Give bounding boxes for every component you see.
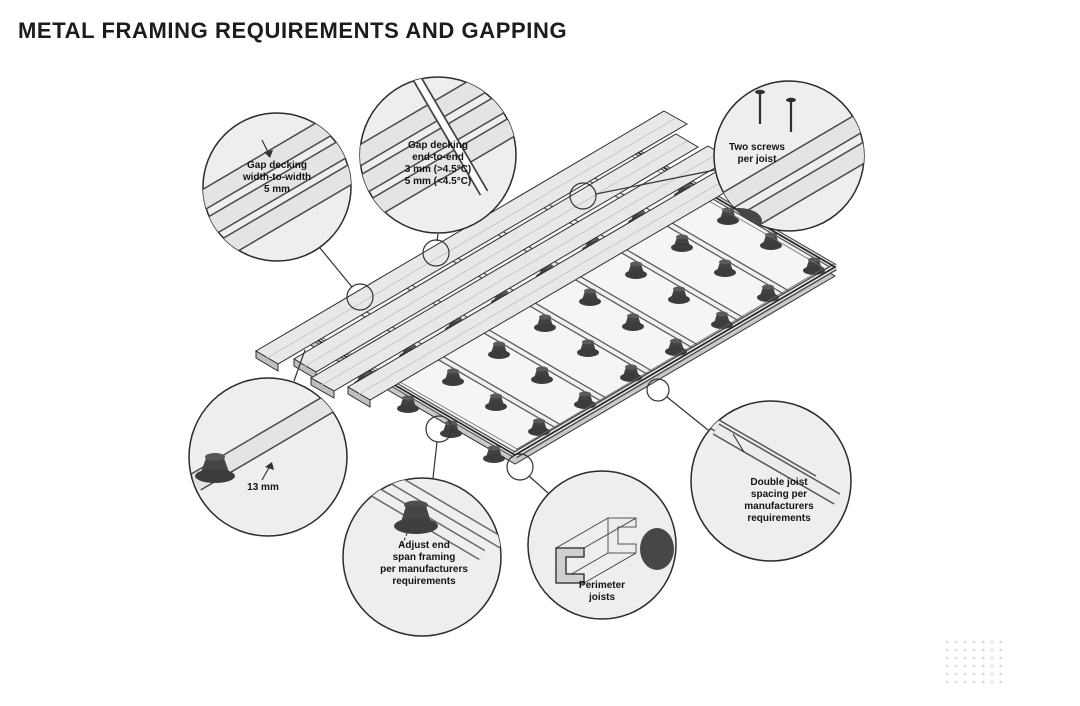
- callout-gap-width-circle: [202, 112, 352, 262]
- leader-lines: [293, 169, 716, 494]
- deck-boards: [255, 110, 749, 408]
- arrow-icon: [264, 150, 273, 158]
- c-channel-joist-icon: [555, 517, 637, 584]
- frame-surface: [300, 142, 835, 455]
- watermark-dots: [945, 638, 1007, 684]
- screw-icon: [755, 89, 765, 124]
- callout-perimeter-circle: [527, 470, 677, 620]
- screw-icon: [786, 97, 796, 132]
- page-title: METAL FRAMING REQUIREMENTS AND GAPPING: [18, 18, 568, 43]
- deck-board-end: [255, 350, 279, 372]
- arrow-icon: [265, 462, 274, 470]
- zoom-markers: [346, 182, 670, 481]
- callout-adjust-span-art: [366, 478, 501, 561]
- callout-perimeter-art: [555, 517, 674, 584]
- pedestal-icon: [394, 500, 438, 534]
- callout-gap-end-circle: [359, 76, 517, 234]
- pedestal-icon: [195, 453, 235, 483]
- pedestal-icon: [640, 528, 674, 570]
- callout-gap-width-art: [203, 113, 351, 261]
- callout-adjust-span-circle: [342, 477, 502, 637]
- callout-double-joist-circle: [690, 400, 852, 562]
- deck-board-end: [347, 386, 371, 408]
- deck-board-end: [310, 377, 335, 399]
- callout-overhang-circle: [188, 377, 348, 537]
- callout-gap-end-art: [360, 77, 516, 217]
